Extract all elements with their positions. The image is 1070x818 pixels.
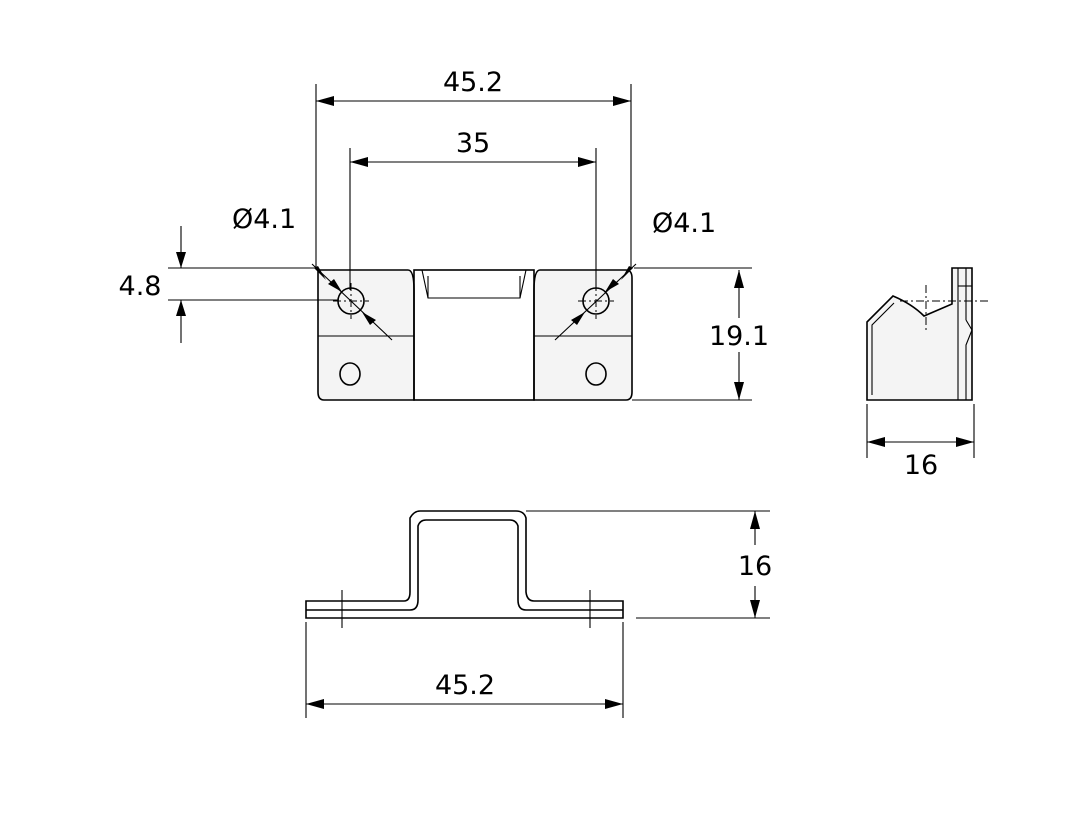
dim-side-width: 16 [866, 404, 975, 481]
dim-label-45-2-top: 45.2 [443, 67, 503, 98]
dim-hole-spacing: 35 [350, 128, 596, 167]
channel-bend [414, 269, 534, 299]
extension-lines-top [168, 84, 752, 401]
slot-hole-left [339, 362, 361, 386]
dim-label-45-2-front: 45.2 [435, 670, 495, 701]
dim-label-hole-dia-right: Ø4.1 [652, 208, 716, 239]
right-tab [533, 269, 633, 401]
dim-top-overall-width: 45.2 [316, 67, 631, 106]
side-profile [866, 267, 973, 401]
dim-label-hole-dia-left: Ø4.1 [232, 204, 296, 235]
center-channel [413, 269, 535, 401]
dim-front-height: 16 [738, 511, 772, 618]
front-inner-profile [306, 519, 623, 611]
top-view [311, 263, 637, 401]
side-view [866, 267, 990, 401]
dim-front-overall-width: 45.2 [306, 670, 623, 709]
dim-label-16-front: 16 [738, 551, 772, 582]
front-view [305, 510, 624, 628]
dim-top-height: 19.1 [709, 270, 769, 400]
slot-hole-right [585, 362, 607, 386]
dim-label-4-8: 4.8 [119, 271, 162, 302]
dim-label-35: 35 [456, 128, 490, 159]
front-outer-profile [305, 510, 624, 619]
dim-label-16-side: 16 [904, 450, 938, 481]
dim-label-19-1: 19.1 [709, 321, 769, 352]
dim-hole-offset: 4.8 [119, 226, 186, 343]
left-tab [317, 269, 415, 401]
